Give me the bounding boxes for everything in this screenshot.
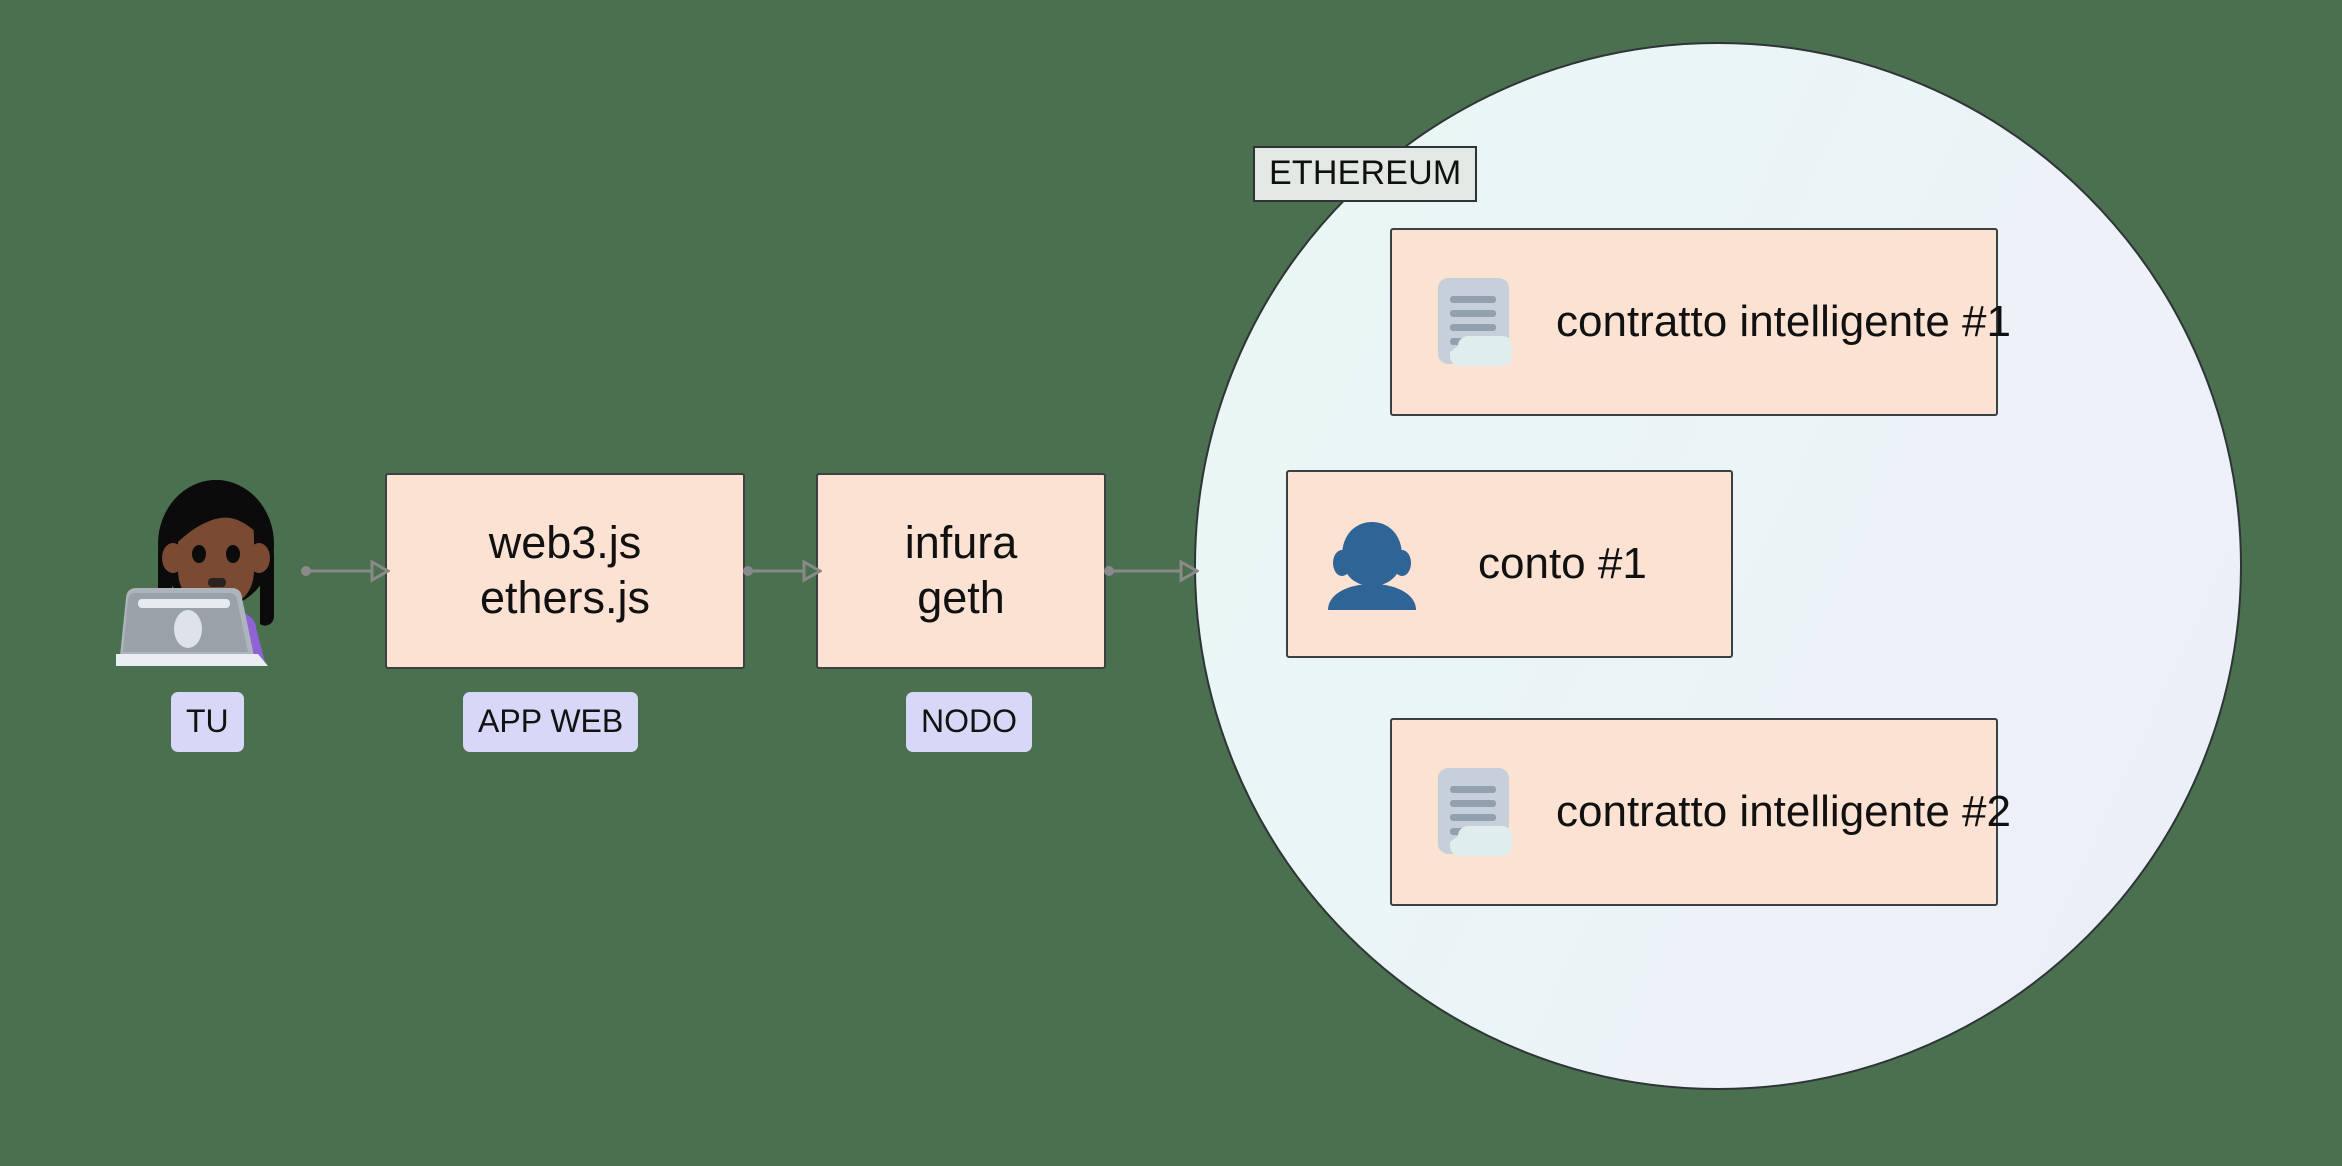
webapp-line-2: ethers.js (479, 572, 651, 623)
caption-webapp: APP WEB (463, 692, 639, 752)
document-icon (1430, 764, 1516, 860)
caption-node: NODO (906, 692, 1032, 752)
chain-item-contract-1: contratto intelligente #1 (1390, 228, 2011, 416)
chain-item-label: contratto intelligente #1 (1556, 297, 2011, 346)
webapp-line-1: web3.js (488, 517, 642, 569)
arrow-actor-to-webapp (300, 556, 392, 586)
chain-item-contract-2: contratto intelligente #2 (1390, 718, 2011, 906)
node-box: infura geth (816, 473, 1106, 669)
arrow-node-to-ethereum (1103, 556, 1201, 586)
document-icon (1430, 274, 1516, 370)
ethereum-label: ETHEREUM (1253, 146, 1478, 202)
woman-technologist-icon (110, 466, 316, 666)
node-line-2: geth (917, 572, 1005, 623)
chain-item-label: conto #1 (1478, 539, 1647, 588)
caption-actor: TU (171, 692, 244, 752)
arrow-webapp-to-node (742, 556, 824, 586)
person-icon (1326, 516, 1418, 612)
chain-item-account-1: conto #1 (1286, 470, 1733, 658)
chain-item-label: contratto intelligente #2 (1556, 787, 2011, 836)
node-line-1: infura (904, 517, 1018, 569)
webapp-box: web3.js ethers.js (385, 473, 745, 669)
